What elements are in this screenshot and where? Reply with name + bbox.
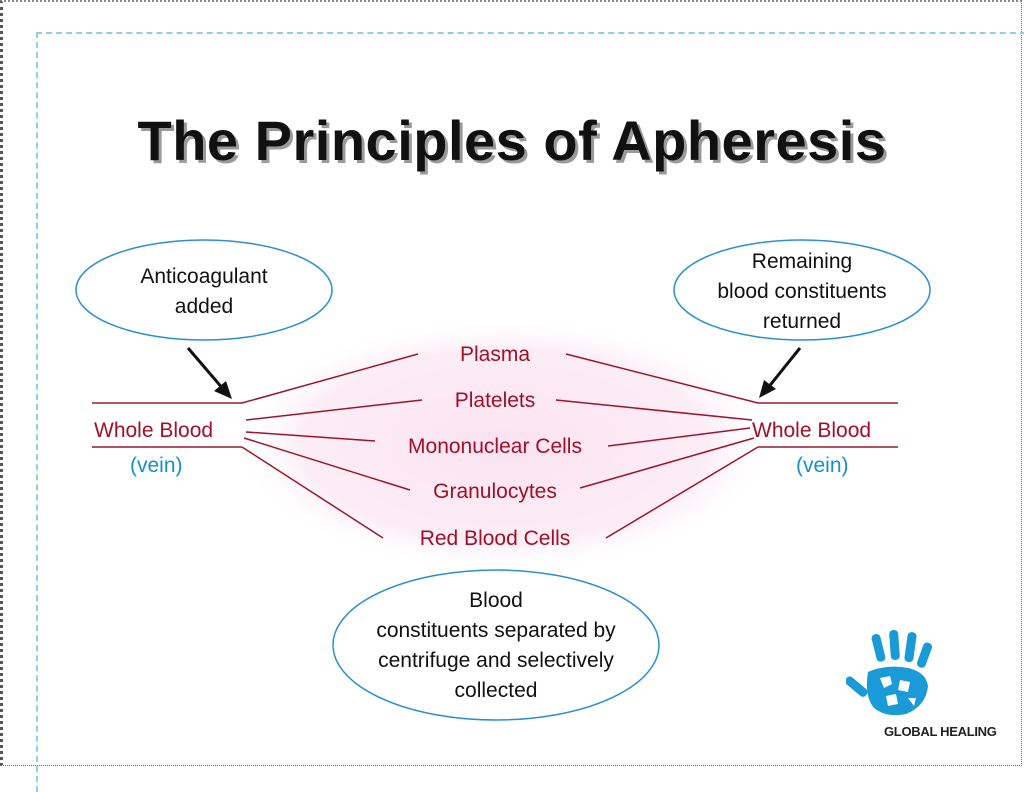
right-note-line-2: blood constituents [717, 280, 887, 303]
left-vein-label: (vein) [130, 454, 183, 477]
hand-globe-icon [846, 629, 933, 716]
logo-text: GLOBAL HEALING [884, 724, 997, 739]
right-callout-ellipse [673, 239, 931, 341]
component-granulocytes: Granulocytes [433, 480, 557, 503]
component-platelets: Platelets [454, 389, 536, 412]
component-mononuclear-cells: Mononuclear Cells [408, 435, 582, 458]
slide-title: The Principles of Apheresis [137, 109, 887, 172]
left-line-rbc [241, 446, 384, 539]
left-callout-ellipse [75, 239, 333, 341]
bottom-callout-ellipse [332, 569, 660, 721]
right-line-granulocytes [579, 437, 755, 489]
bottom-note-line-4: collected [454, 679, 538, 702]
slide-border [0, 0, 1022, 766]
left-note-line-2: added [174, 295, 234, 318]
left-line-platelets [245, 399, 423, 421]
right-whole-blood-label: Whole Blood [752, 419, 872, 442]
left-arrow-shaft [186, 347, 226, 391]
left-line-granulocytes [243, 437, 411, 491]
right-callout-text: Remaining blood constituents returned [682, 247, 922, 337]
right-line-rbc [605, 446, 759, 539]
right-line-plasma [565, 353, 759, 404]
right-line-mononuclear [607, 427, 751, 447]
component-plasma: Plasma [459, 343, 531, 366]
left-callout-text: Anticoagulant added [98, 262, 310, 322]
separation-glow [235, 317, 775, 573]
right-note-line-1: Remaining [751, 250, 853, 273]
right-line-platelets [555, 399, 753, 421]
bottom-callout-text: Blood constituents separated by centrifu… [336, 586, 656, 706]
right-vein-label: (vein) [796, 454, 849, 477]
slide-inner-border [36, 32, 1024, 792]
apheresis-diagram [75, 239, 931, 721]
left-line-plasma [241, 353, 419, 404]
bottom-note-line-3: centrifuge and selectively [378, 649, 614, 672]
component-red-blood-cells: Red Blood Cells [419, 527, 571, 550]
left-note-line-1: Anticoagulant [140, 265, 268, 288]
right-arrowhead [759, 380, 776, 398]
left-arrowhead [214, 381, 232, 399]
right-note-line-3: returned [762, 310, 842, 333]
right-arrow-shaft [765, 347, 802, 390]
left-whole-blood-label: Whole Blood [94, 419, 214, 442]
left-line-mononuclear [245, 431, 376, 442]
bottom-note-line-1: Blood [469, 589, 523, 612]
bottom-note-line-2: constituents separated by [376, 619, 616, 642]
